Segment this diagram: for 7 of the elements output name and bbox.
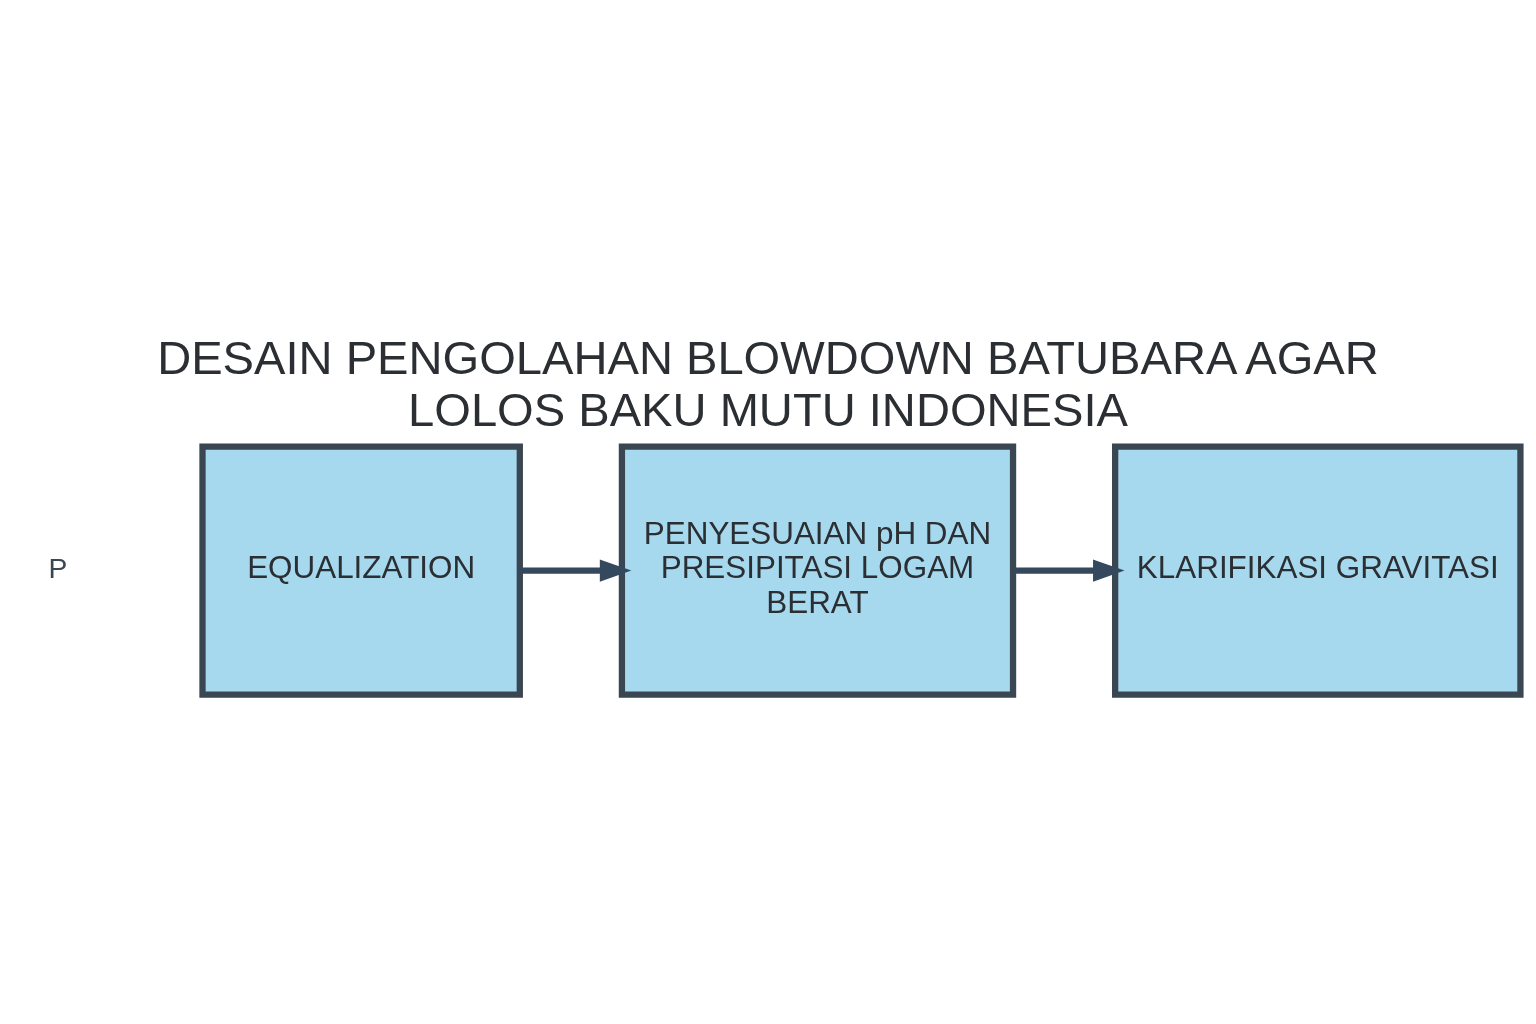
node-box: EQUALIZATION <box>199 442 523 698</box>
node-box: KLARIFIKASI GRAVITASI <box>1112 442 1524 698</box>
arrow <box>519 559 632 582</box>
node-box: PENYESUAIAN pH DAN PRESIPITASI LOGAM BERAT <box>618 442 1017 698</box>
label: P <box>48 551 68 584</box>
diagram-title: DESAIN PENGOLAHAN BLOWDOWN BATUBARA AGAR LOLOS BAKU MUTU INDONESIA <box>157 330 1379 436</box>
arrow <box>1013 559 1125 582</box>
